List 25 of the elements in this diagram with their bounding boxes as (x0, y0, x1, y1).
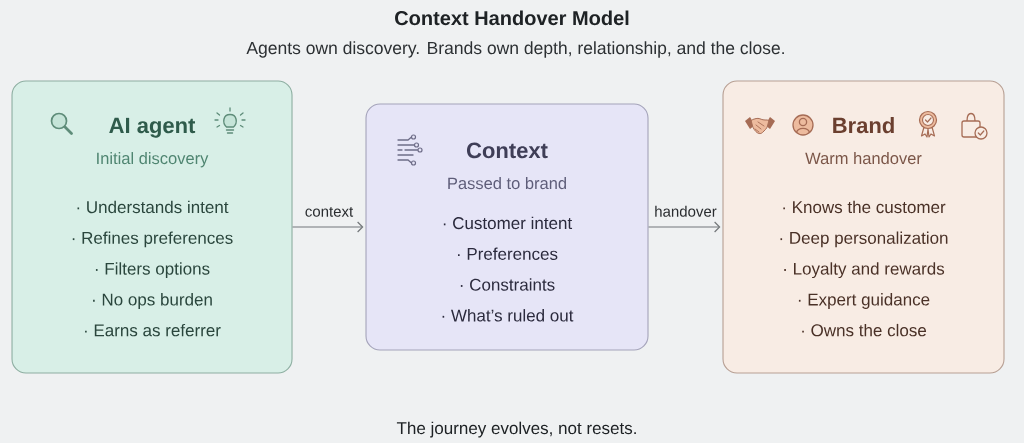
bullet-item: · What’s ruled out (442, 309, 574, 322)
bullet-item: · Earns as referrer (85, 323, 221, 337)
bullet-item: · Knows the customer (783, 200, 946, 214)
bullet-item: · Understands intent (77, 200, 229, 214)
heading: Context (467, 142, 548, 159)
bullet-item: · Filters options (95, 262, 210, 279)
arrow (291, 221, 364, 233)
bullet-item: · Deep personalization (780, 231, 948, 248)
bullet-item: · Customer intent (443, 216, 573, 230)
bullet-item: · Refines preferences (72, 231, 233, 248)
title: Context Handover Model (395, 10, 629, 26)
subheading: Passed to brand (448, 177, 566, 190)
bullet-item: · Owns the close (802, 323, 927, 337)
heading: Brand (833, 117, 894, 134)
bullet-item: · Constraints (460, 278, 555, 291)
subheading: Warm handover (805, 152, 922, 165)
subtitle: Agents own discovery. Brands own depth, relationship, and the close. (246, 41, 784, 58)
bullet-item: · No ops burden (93, 293, 212, 309)
subheading: Initial discovery (97, 152, 209, 168)
bullet-item: · Preferences (458, 247, 558, 260)
caption: The journey evolves, not resets. (396, 421, 636, 438)
bullet-item: · Expert guidance (798, 293, 930, 309)
arrow (647, 221, 721, 233)
bullet-item: · Loyalty and rewards (784, 262, 945, 279)
heading: AI agent (109, 117, 196, 138)
